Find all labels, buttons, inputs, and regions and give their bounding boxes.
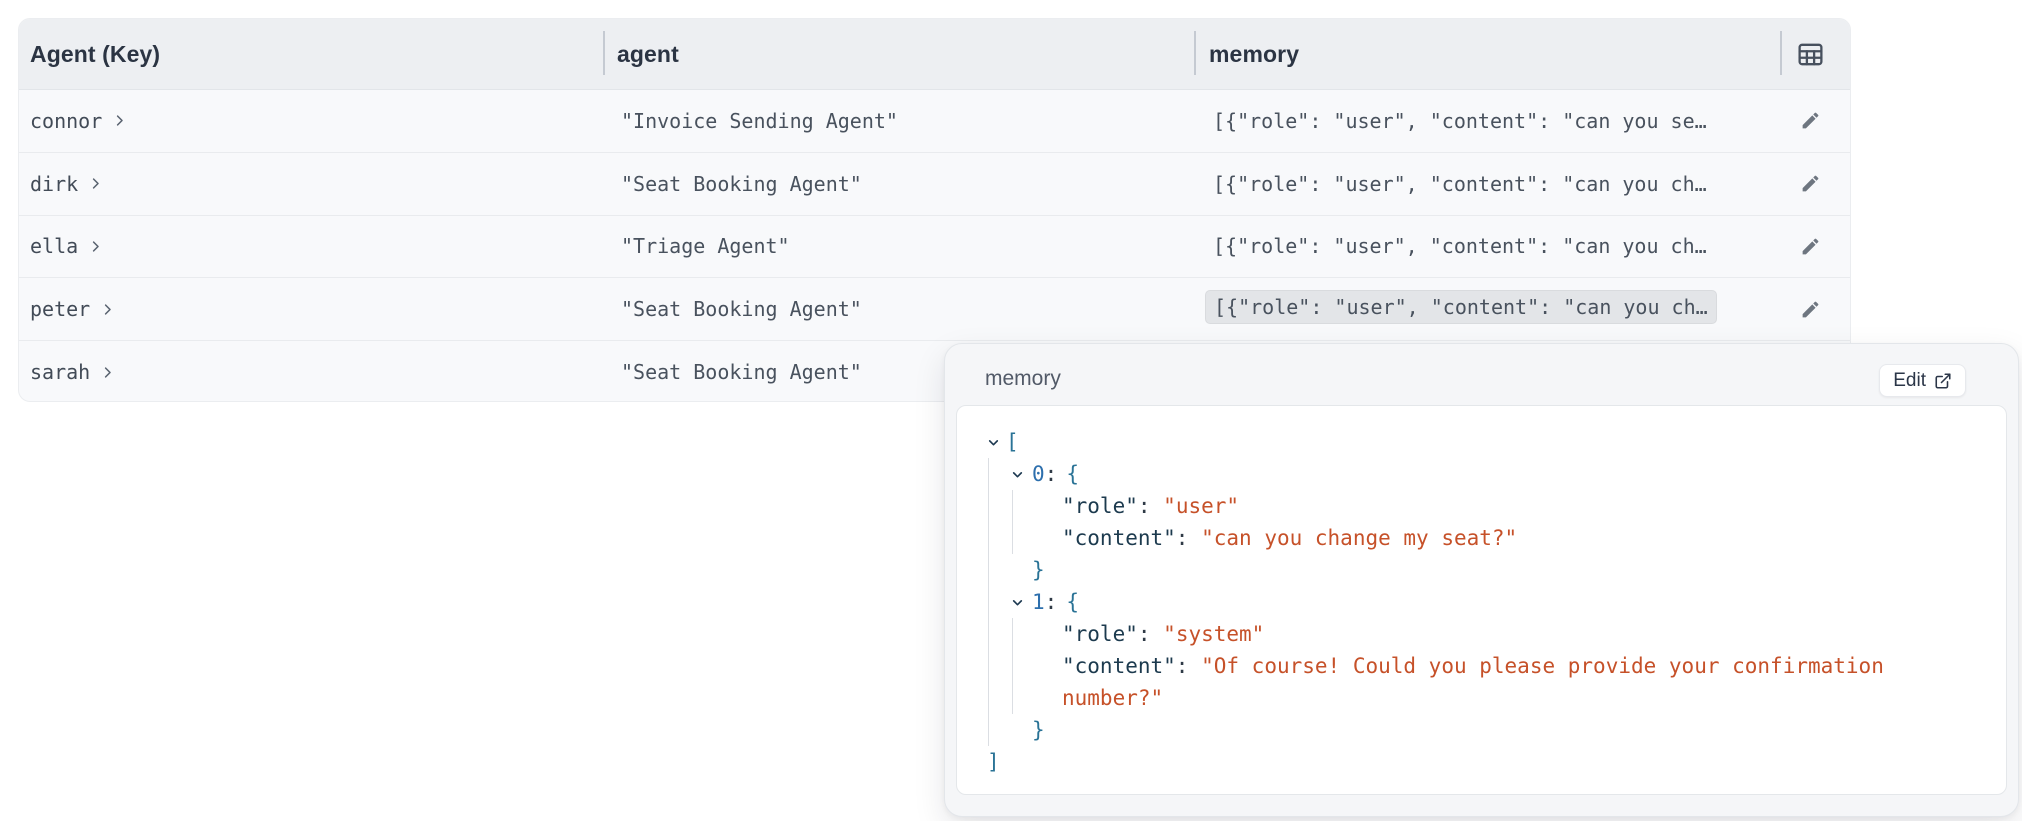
json-line: }	[1032, 718, 1045, 742]
column-header-label: agent	[617, 40, 679, 67]
table-row: ella "Triage Agent" [{"role": "user", "c…	[19, 214, 1850, 278]
edit-row-button[interactable]	[1796, 106, 1825, 135]
agent-value: "Triage Agent"	[621, 234, 790, 259]
memory-value: [{"role": "user", "content": "can you se…	[1213, 108, 1707, 133]
table-row: connor "Invoice Sending Agent" [{"role":…	[19, 89, 1850, 152]
column-header-agent[interactable]: agent	[603, 19, 1194, 89]
json-viewer: [0:{ "role": "user" "content": "can you ch…	[956, 405, 2007, 795]
key-cell[interactable]: sarah	[19, 360, 603, 384]
panel-title: memory	[985, 367, 1061, 390]
edit-memory-button[interactable]: Edit	[1879, 364, 1966, 397]
key-label: ella	[30, 234, 79, 259]
expand-row-button[interactable]	[88, 239, 103, 254]
column-divider	[1194, 31, 1196, 75]
json-children: "role": "user" "content": "can you change…	[1012, 490, 1982, 554]
column-divider	[603, 31, 605, 75]
edit-row-button[interactable]	[1796, 295, 1825, 324]
row-actions	[1780, 295, 1840, 324]
table-row: dirk "Seat Booking Agent" [{"role": "use…	[19, 151, 1850, 215]
column-header-agent-key[interactable]: Agent (Key)	[19, 19, 603, 89]
pencil-icon	[1802, 238, 1818, 255]
json-line: }	[1032, 558, 1045, 582]
row-actions	[1780, 169, 1840, 198]
json-line: "content": "Of course! Could you please …	[1062, 654, 1884, 710]
json-line: [	[981, 426, 1982, 458]
json-children: 0:{ "role": "user" "content": "can you cha…	[988, 458, 1982, 746]
table-row: peter "Seat Booking Agent" [{"role": "us…	[19, 277, 1850, 340]
agent-cell[interactable]: "Seat Booking Agent"	[603, 172, 1194, 196]
memory-cell[interactable]: [{"role": "user", "content": "can you se…	[1194, 109, 1780, 133]
memory-value: [{"role": "user", "content": "can you ch…	[1205, 289, 1717, 324]
json-tree: [0:{ "role": "user" "content": "can you ch…	[957, 406, 2006, 794]
column-header-actions	[1780, 19, 1840, 89]
key-cell[interactable]: connor	[19, 109, 603, 133]
memory-cell[interactable]: [{"role": "user", "content": "can you ch…	[1194, 172, 1780, 196]
external-link-icon	[1935, 372, 1951, 389]
memory-detail-panel: memory Edit [0:{ "role": "user" "content":…	[944, 343, 2019, 817]
edit-button-label: Edit	[1893, 369, 1926, 391]
json-line: 1:{	[1005, 586, 1982, 618]
table-columns-button[interactable]	[1794, 38, 1827, 71]
pencil-icon	[1802, 175, 1818, 192]
key-label: sarah	[30, 360, 91, 385]
key-cell[interactable]: ella	[19, 234, 603, 258]
expand-row-button[interactable]	[88, 176, 103, 191]
column-header-memory[interactable]: memory	[1194, 19, 1780, 89]
caret-down-icon[interactable]	[1011, 468, 1024, 481]
row-actions	[1780, 232, 1840, 261]
key-label: peter	[30, 297, 91, 322]
caret-down-icon[interactable]	[1011, 596, 1024, 609]
agent-value: "Seat Booking Agent"	[621, 360, 862, 385]
key-cell[interactable]: peter	[19, 297, 603, 321]
agent-cell[interactable]: "Invoice Sending Agent"	[603, 109, 1194, 133]
column-header-label: memory	[1209, 40, 1300, 67]
edit-row-button[interactable]	[1796, 232, 1825, 261]
agent-cell[interactable]: "Seat Booking Agent"	[603, 360, 1194, 384]
key-label: dirk	[30, 171, 79, 196]
caret-down-icon[interactable]	[987, 436, 1000, 449]
memory-cell[interactable]: [{"role": "user", "content": "can you ch…	[1194, 234, 1780, 258]
agent-cell[interactable]: "Seat Booking Agent"	[603, 297, 1194, 321]
chevron-right-icon	[105, 366, 111, 378]
json-line: ]	[987, 750, 1000, 774]
agent-value: "Invoice Sending Agent"	[621, 108, 898, 133]
column-divider	[1780, 31, 1782, 75]
edit-row-button[interactable]	[1796, 169, 1825, 198]
json-line: "role": "system"	[1062, 622, 1265, 646]
chevron-right-icon	[93, 178, 99, 189]
memory-value: [{"role": "user", "content": "can you ch…	[1213, 234, 1707, 259]
json-line: "role": "user"	[1062, 494, 1240, 518]
chevron-right-icon	[93, 241, 99, 252]
table-header-row: Agent (Key) agent memory	[19, 19, 1850, 89]
table-row: sarah "Seat Booking Agent"	[19, 340, 1850, 401]
agents-table: Agent (Key) agent memory	[18, 18, 1851, 402]
expand-row-button[interactable]	[112, 113, 127, 128]
chevron-right-icon	[117, 115, 124, 127]
memory-cell-selected[interactable]: [{"role": "user", "content": "can you ch…	[1194, 289, 1780, 329]
chevron-right-icon	[105, 304, 111, 315]
agent-cell[interactable]: "Triage Agent"	[603, 234, 1194, 258]
expand-row-button[interactable]	[100, 365, 115, 380]
key-label: connor	[30, 108, 103, 133]
row-actions	[1780, 106, 1840, 135]
memory-value: [{"role": "user", "content": "can you ch…	[1213, 171, 1707, 196]
table-grid-icon	[1797, 43, 1823, 65]
key-cell[interactable]: dirk	[19, 172, 603, 196]
agent-value: "Seat Booking Agent"	[621, 297, 862, 322]
agent-value: "Seat Booking Agent"	[621, 171, 862, 196]
expand-row-button[interactable]	[100, 302, 115, 317]
json-line: 0:{	[1005, 458, 1982, 490]
pencil-icon	[1802, 301, 1818, 318]
json-line: "content": "can you change my seat?"	[1062, 526, 1518, 550]
json-children: "role": "system" "content": "Of course! C…	[1012, 618, 1982, 714]
pencil-icon	[1802, 113, 1818, 129]
column-header-label: Agent (Key)	[30, 40, 161, 67]
